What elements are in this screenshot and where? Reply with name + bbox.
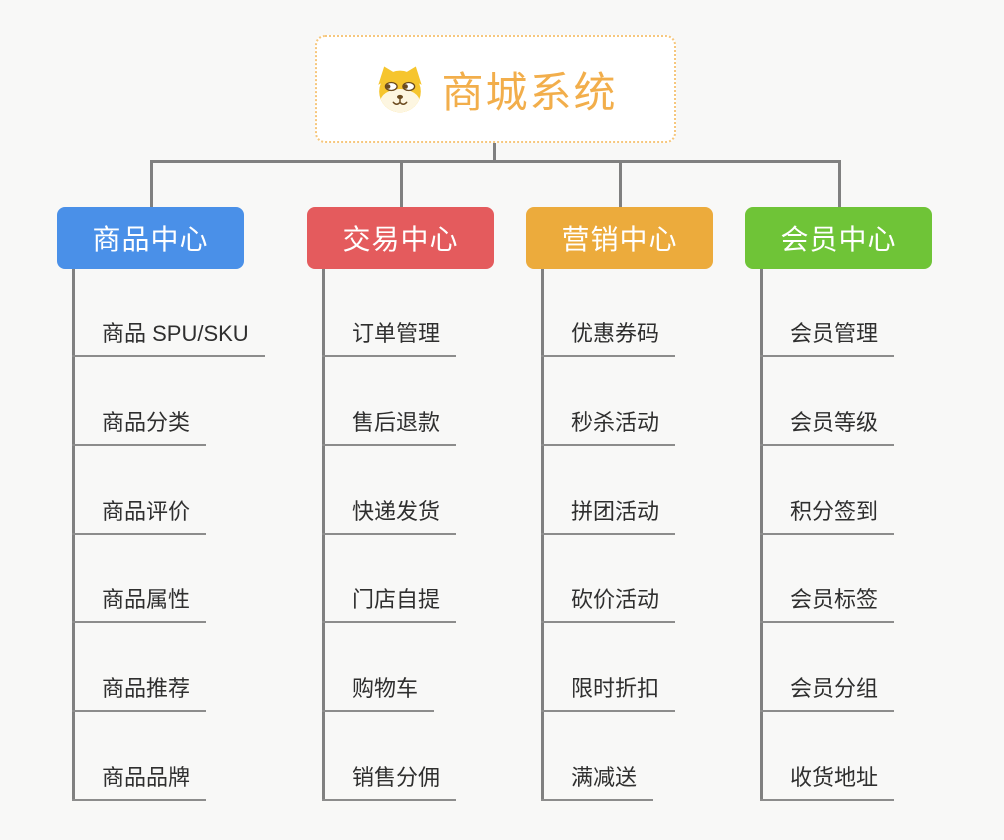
leaf-node[interactable]: 快递发货: [322, 489, 457, 535]
leaf-node[interactable]: 购物车: [322, 666, 435, 712]
leaf-node[interactable]: 拼团活动: [541, 489, 676, 535]
root-title: 商城系统: [441, 68, 618, 116]
leaf-node[interactable]: 限时折扣: [541, 666, 676, 712]
root-node[interactable]: 商城系统: [315, 35, 676, 143]
branch-drop-line: [618, 160, 622, 207]
root-connector-line: [493, 143, 496, 163]
leaf-node[interactable]: 门店自提: [322, 577, 457, 623]
dog-face-icon: [378, 66, 423, 113]
branch-connector-hline: [149, 160, 841, 163]
leaf-node[interactable]: 订单管理: [322, 311, 457, 357]
branch-trunk-line: [72, 269, 75, 801]
leaf-node[interactable]: 收货地址: [760, 755, 895, 801]
branch-drop-line: [837, 160, 841, 207]
leaf-node[interactable]: 商品属性: [72, 577, 207, 623]
leaf-node[interactable]: 会员分组: [760, 666, 895, 712]
leaf-node[interactable]: 满减送: [541, 755, 654, 801]
leaf-node[interactable]: 优惠券码: [541, 311, 676, 357]
branch-drop-line: [399, 160, 403, 207]
leaf-node[interactable]: 商品评价: [72, 489, 207, 535]
branch-header[interactable]: 商品中心: [57, 207, 244, 269]
leaf-node[interactable]: 会员等级: [760, 400, 895, 446]
leaf-node[interactable]: 商品 SPU/SKU: [72, 311, 265, 357]
branch-trunk-line: [322, 269, 325, 801]
branch-trunk-line: [760, 269, 763, 801]
leaf-node[interactable]: 售后退款: [322, 400, 457, 446]
branch-header[interactable]: 营销中心: [526, 207, 713, 269]
leaf-node[interactable]: 销售分佣: [322, 755, 457, 801]
leaf-node[interactable]: 砍价活动: [541, 577, 676, 623]
leaf-node[interactable]: 秒杀活动: [541, 400, 676, 446]
leaf-node[interactable]: 商品推荐: [72, 666, 207, 712]
branch-header[interactable]: 交易中心: [307, 207, 494, 269]
branch-drop-line: [149, 160, 153, 207]
branch-header[interactable]: 会员中心: [745, 207, 932, 269]
leaf-node[interactable]: 积分签到: [760, 489, 895, 535]
leaf-node[interactable]: 会员管理: [760, 311, 895, 357]
branch-trunk-line: [541, 269, 544, 801]
leaf-node[interactable]: 商品品牌: [72, 755, 207, 801]
leaf-node[interactable]: 商品分类: [72, 400, 207, 446]
leaf-node[interactable]: 会员标签: [760, 577, 895, 623]
